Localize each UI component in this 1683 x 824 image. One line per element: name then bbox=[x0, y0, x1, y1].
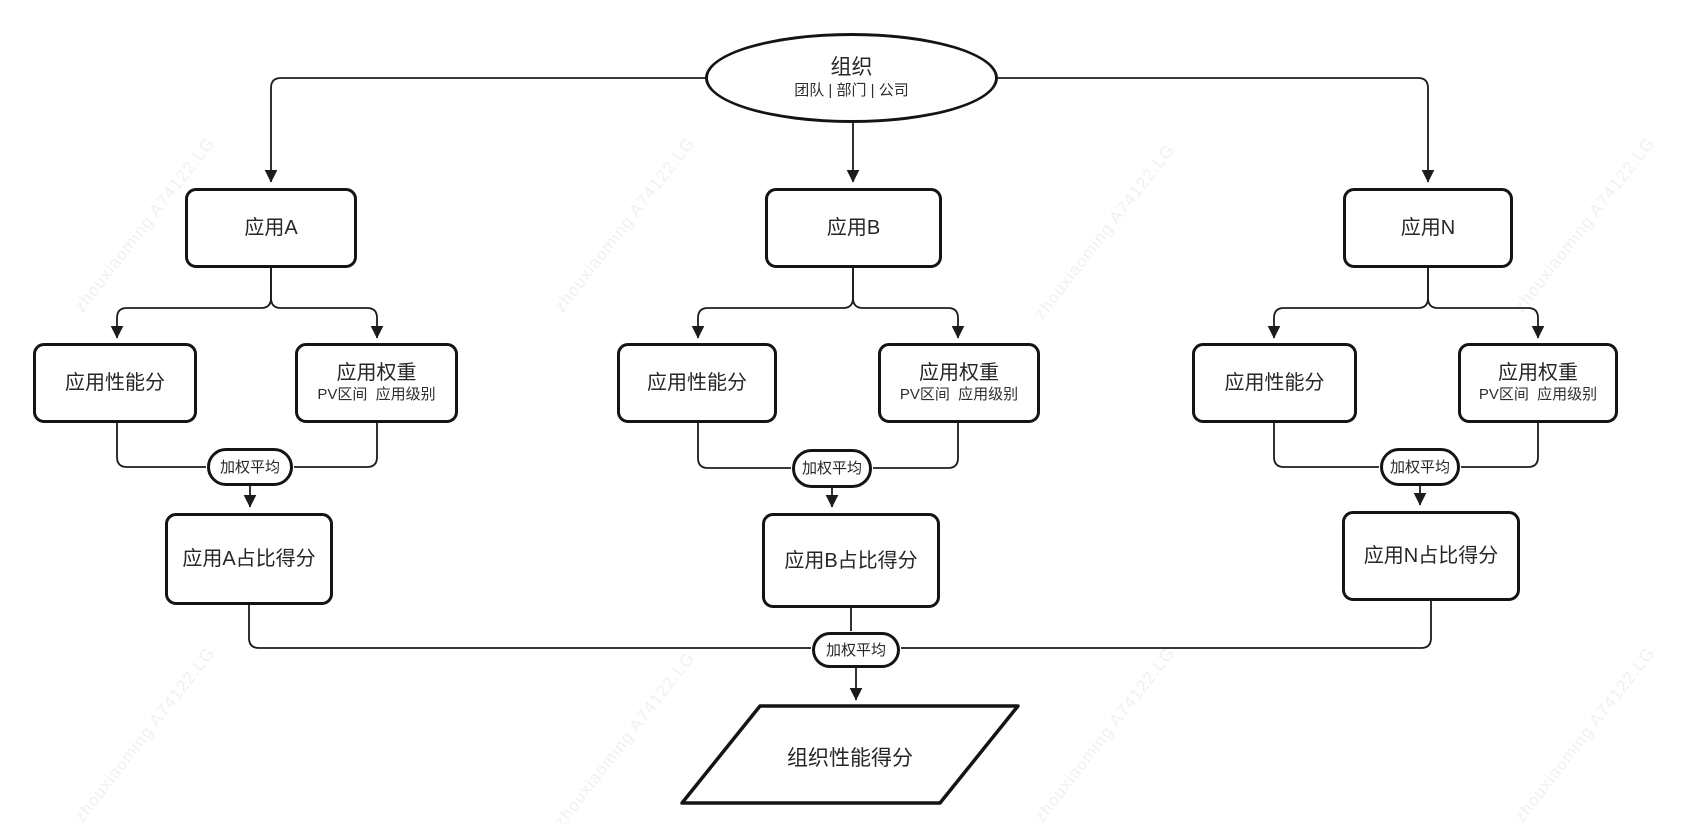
node-weighted-average-final: 加权平均 bbox=[812, 632, 900, 668]
node-score-appN: 应用N占比得分 bbox=[1342, 511, 1520, 601]
edge-weightN-to-avgN bbox=[1461, 423, 1539, 468]
edge-scoreN-to-finalavg bbox=[901, 601, 1432, 649]
edge-perfN-to-avgN bbox=[1273, 423, 1379, 468]
weight-label: 应用权重 bbox=[1498, 362, 1578, 385]
weight-sublabel: PV区间 应用级别 bbox=[317, 386, 436, 404]
node-weighted-average-B: 加权平均 bbox=[792, 449, 872, 488]
edge-appB-to-perfB bbox=[691, 268, 854, 339]
weight-sublabel: PV区间 应用级别 bbox=[899, 386, 1019, 404]
edge-appA-to-perfA bbox=[110, 268, 272, 339]
node-appN: 应用N bbox=[1343, 188, 1513, 268]
edge-scoreA-to-finalavg bbox=[248, 605, 811, 649]
edge-appA-to-weightA bbox=[270, 268, 384, 339]
edge-perfA-to-avgA bbox=[116, 423, 206, 468]
weight-label: 应用权重 bbox=[919, 362, 999, 385]
edge-weightA-to-avgA bbox=[294, 423, 378, 468]
edge-org-to-appA bbox=[264, 77, 705, 183]
edge-perfB-to-avgB bbox=[697, 423, 791, 469]
organization-label: 组织 bbox=[830, 56, 873, 80]
node-perf-appA: 应用性能分 bbox=[33, 343, 197, 423]
node-weighted-average-N: 加权平均 bbox=[1380, 448, 1460, 486]
node-weight-appB: 应用权重 PV区间 应用级别 bbox=[878, 343, 1040, 423]
node-weighted-average-A: 加权平均 bbox=[207, 448, 293, 486]
node-perf-appN: 应用性能分 bbox=[1192, 343, 1357, 423]
node-appB: 应用B bbox=[765, 188, 942, 268]
weight-sublabel: PV区间 应用级别 bbox=[1478, 386, 1598, 404]
node-appA: 应用A bbox=[185, 188, 357, 268]
result-parallelogram bbox=[680, 704, 1020, 805]
edge-appN-to-perfN bbox=[1267, 268, 1429, 339]
node-perf-appB: 应用性能分 bbox=[617, 343, 777, 423]
edge-appB-to-weightB bbox=[852, 268, 965, 339]
node-score-appA: 应用A占比得分 bbox=[165, 513, 333, 605]
edge-org-to-appN bbox=[998, 77, 1435, 183]
weight-label: 应用权重 bbox=[336, 362, 417, 385]
node-weight-appA: 应用权重 PV区间 应用级别 bbox=[295, 343, 458, 423]
node-organization: 组织 团队 | 部门 | 公司 bbox=[705, 33, 998, 123]
node-weight-appN: 应用权重 PV区间 应用级别 bbox=[1458, 343, 1618, 423]
node-score-appB: 应用B占比得分 bbox=[762, 513, 940, 608]
organization-sublabel: 团队 | 部门 | 公司 bbox=[794, 82, 909, 100]
edge-appN-to-weightN bbox=[1427, 268, 1545, 339]
edge-weightB-to-avgB bbox=[873, 423, 959, 469]
